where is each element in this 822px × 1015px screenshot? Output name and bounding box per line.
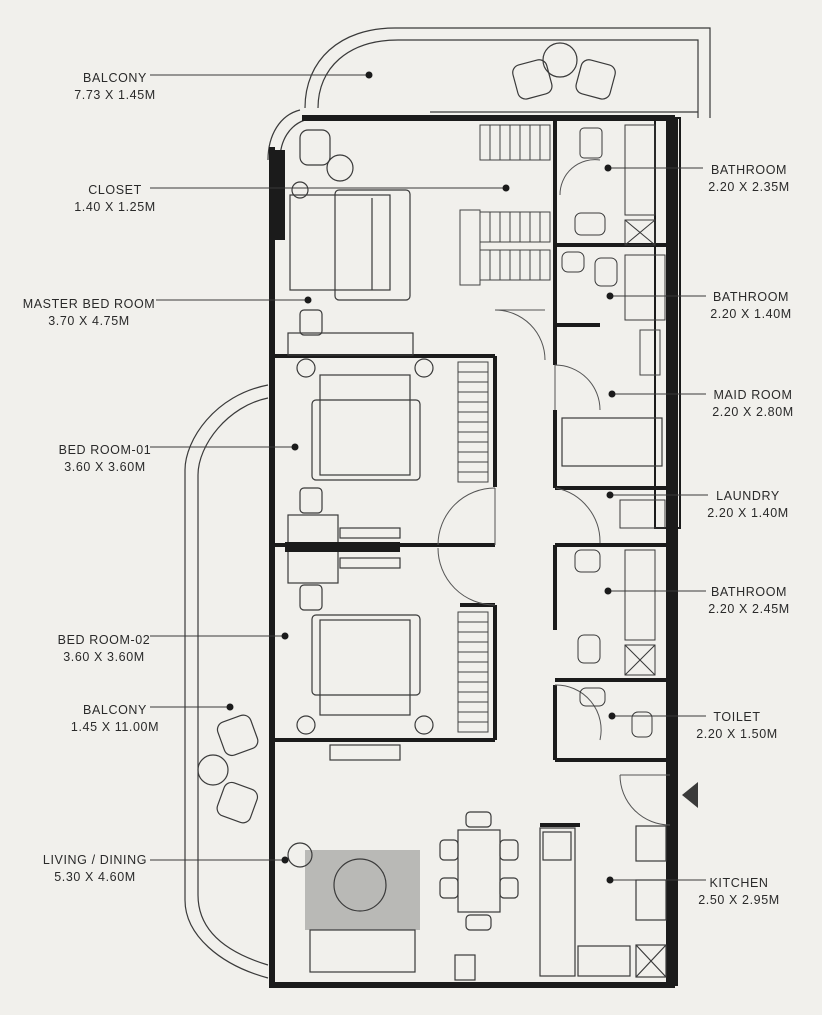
room-size: 1.45 X 11.00M [70,720,160,734]
room-size: 3.70 X 4.75M [48,314,130,328]
label-balcony-side: BALCONY 1.45 X 11.00M [71,702,159,736]
room-name: LIVING / DINING [42,853,148,867]
room-name: MAID ROOM [713,388,793,402]
top-balcony-outline [304,27,711,118]
room-name: BED ROOM-01 [58,443,152,457]
room-size: 1.40 X 1.25M [74,200,156,214]
room-size: 2.20 X 1.50M [696,727,778,741]
master-bed [289,194,391,291]
label-bathroom-2: BATHROOM 2.20 X 1.40M [710,289,792,323]
living-rug [305,850,420,930]
room-name: BATHROOM [710,585,788,599]
room-name: BALCONY [83,703,147,717]
room-size: 2.20 X 1.40M [707,506,789,520]
room-size: 2.20 X 2.80M [712,405,794,419]
room-name: LAUNDRY [716,489,780,503]
room-name: KITCHEN [709,876,769,890]
kitchen-island [539,827,576,977]
bed-01 [319,374,411,476]
room-name: BATHROOM [710,163,788,177]
label-bathroom-1: BATHROOM 2.20 X 2.35M [708,162,790,196]
room-size: 2.20 X 2.45M [708,602,790,616]
label-maid-room: MAID ROOM 2.20 X 2.80M [712,387,794,421]
label-master-bed-room: MASTER BED ROOM 3.70 X 4.75M [23,296,156,330]
label-kitchen: KITCHEN 2.50 X 2.95M [698,875,780,909]
entrance-arrow [682,782,698,808]
room-size: 7.73 X 1.45M [74,88,156,102]
room-name: BALCONY [83,71,147,85]
side-balcony-outline [184,384,269,979]
label-closet: CLOSET 1.40 X 1.25M [74,182,156,216]
room-size: 2.20 X 1.40M [710,307,792,321]
room-size: 3.60 X 3.60M [63,650,145,664]
room-size: 2.20 X 2.35M [708,180,790,194]
room-name: MASTER BED ROOM [22,297,156,311]
room-name: TOILET [713,710,761,724]
label-living-dining: LIVING / DINING 5.30 X 4.60M [43,852,147,886]
room-size: 2.50 X 2.95M [698,893,780,907]
dining-table [457,829,501,913]
room-name: BED ROOM-02 [57,633,151,647]
label-toilet: TOILET 2.20 X 1.50M [696,709,778,743]
label-bathroom-3: BATHROOM 2.20 X 2.45M [708,584,790,618]
room-name: BATHROOM [712,290,790,304]
label-bed-room-02: BED ROOM-02 3.60 X 3.60M [58,632,151,666]
bed-02 [319,619,411,716]
label-laundry: LAUNDRY 2.20 X 1.40M [707,488,789,522]
room-size: 3.60 X 3.60M [64,460,146,474]
room-size: 5.30 X 4.60M [54,870,136,884]
room-name: CLOSET [88,183,142,197]
label-balcony-top: BALCONY 7.73 X 1.45M [74,70,156,104]
maid-bed [561,417,663,467]
label-bed-room-01: BED ROOM-01 3.60 X 3.60M [59,442,152,476]
